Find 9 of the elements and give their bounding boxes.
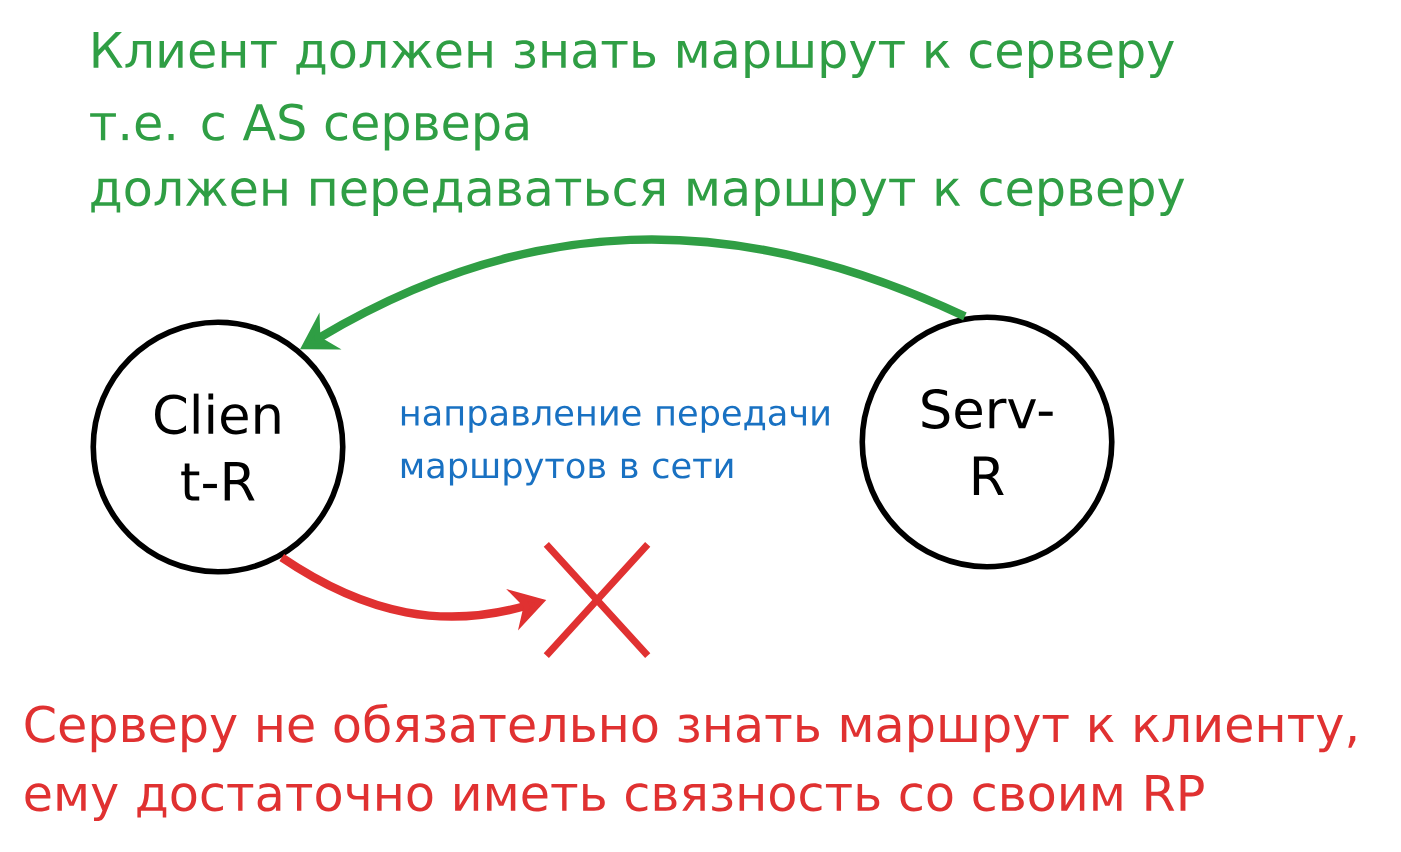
note-text: ему достаточно иметь связность со своим RP: [25, 774, 1204, 822]
heading-text: Клиент должен знать маршрут к серверу: [93, 31, 1174, 79]
annotation-text: направление передачи маршрутов в сети: [401, 405, 829, 486]
heading-text: т.е. с AS сервера: [90, 103, 528, 151]
heading-text: должен передаваться маршрут к серверу: [91, 178, 1185, 216]
note-text: Серверу не обязательно знать маршрут к клиенту,: [25, 703, 1356, 753]
circle-node: Clien t-R: [90, 319, 346, 575]
cross-mark: [542, 540, 652, 660]
circle-node: Serv- R: [859, 314, 1115, 570]
